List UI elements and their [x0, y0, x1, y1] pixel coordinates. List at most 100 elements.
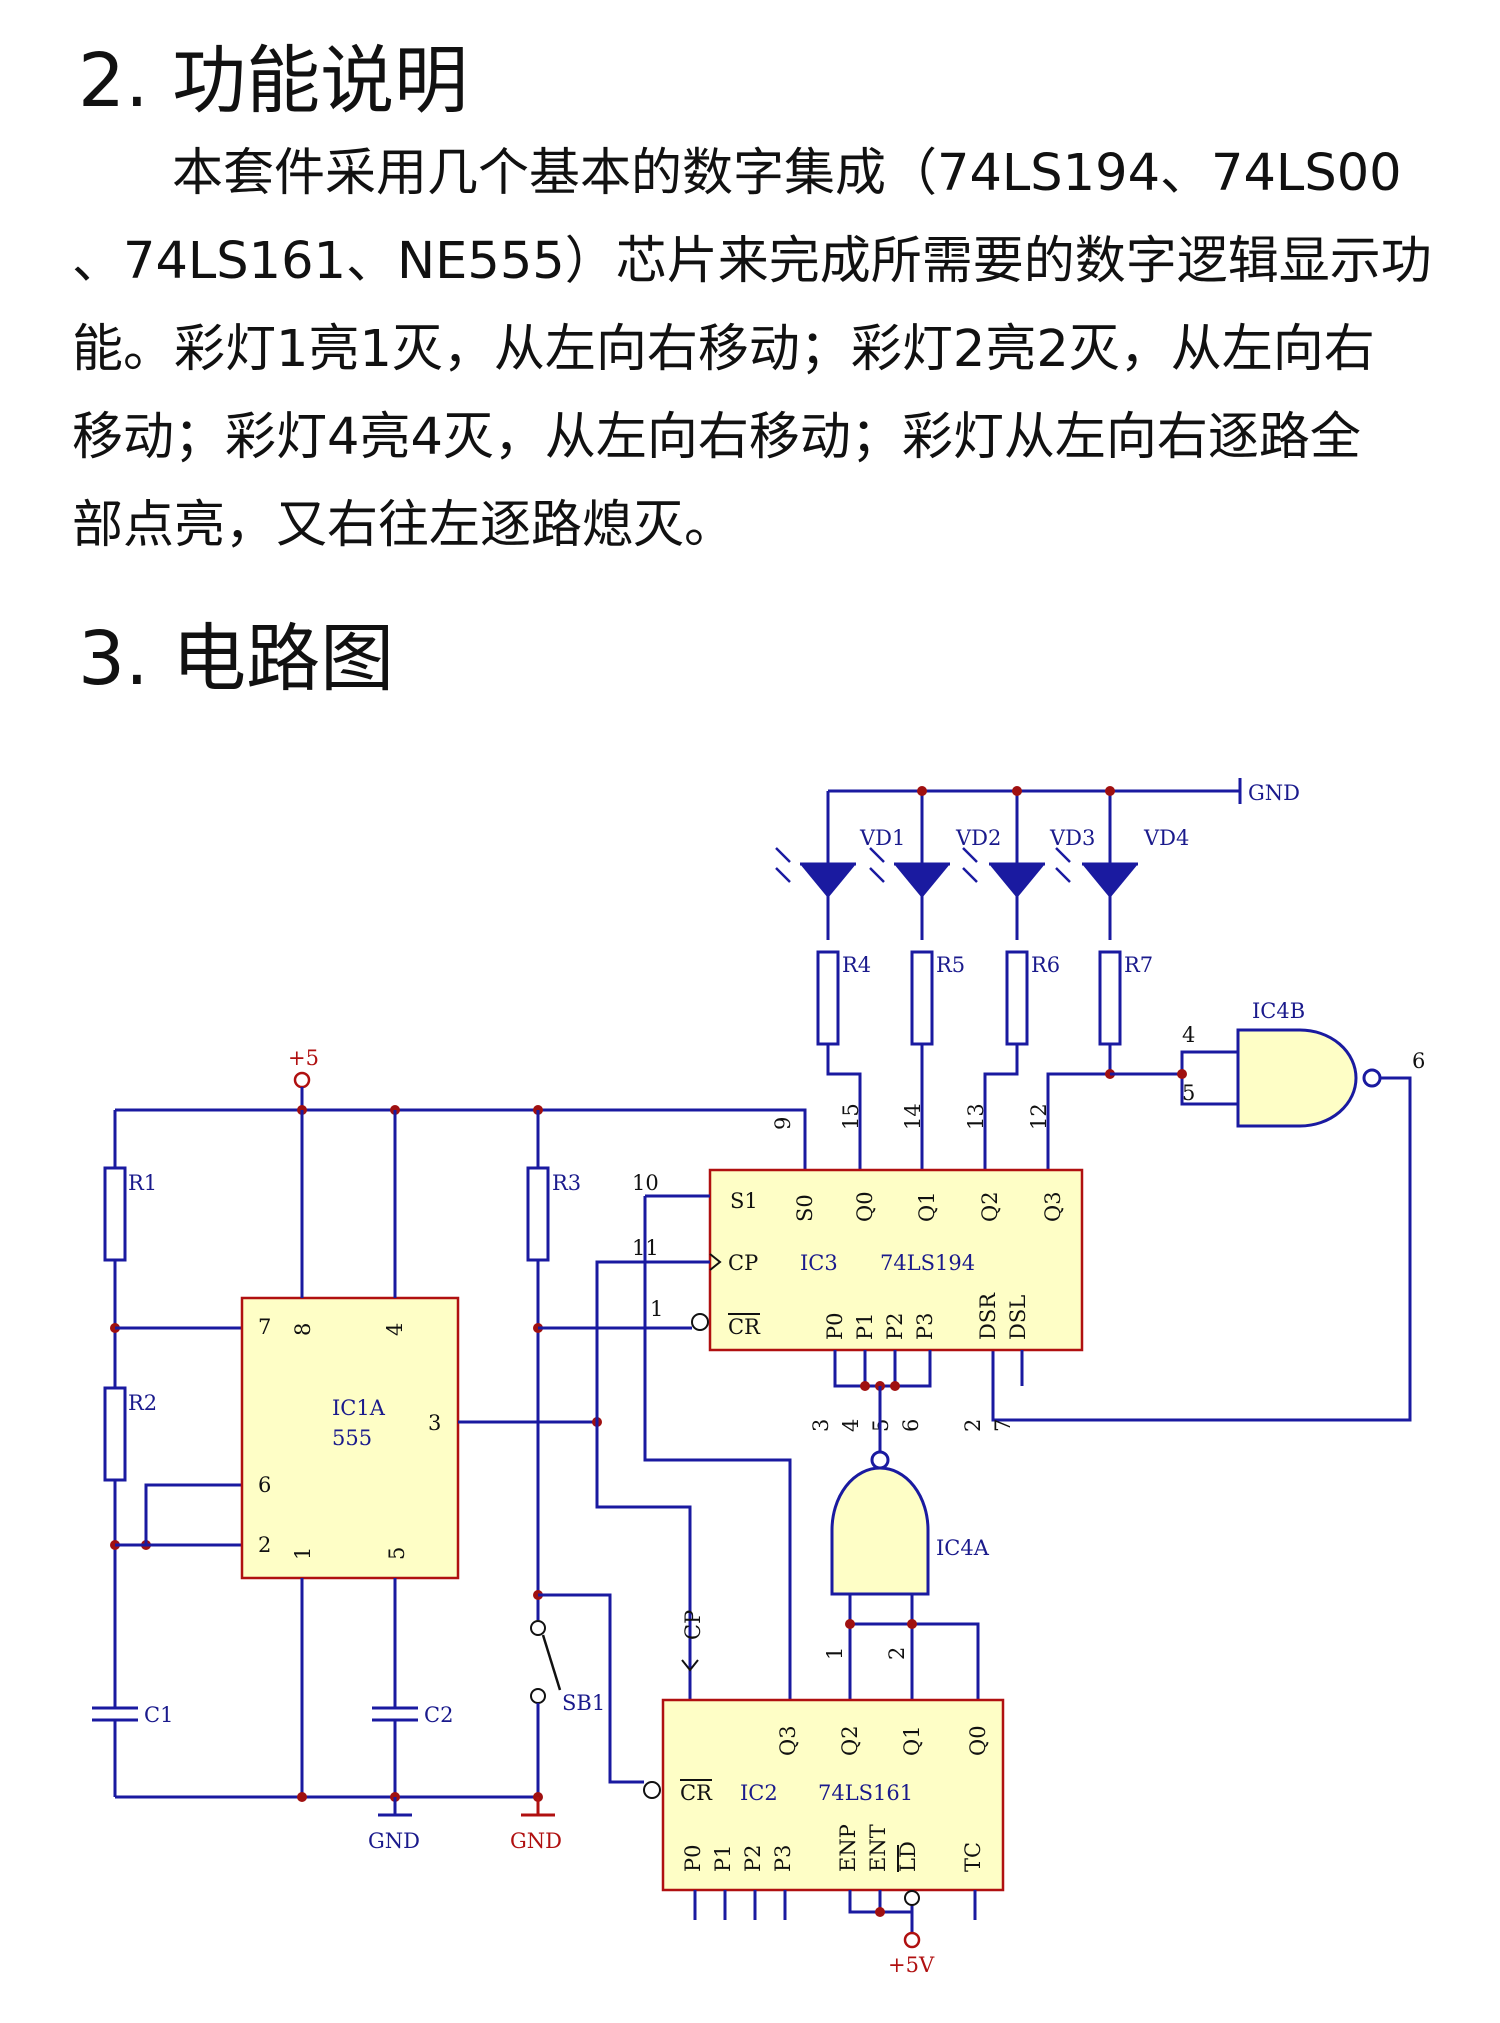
led-label: VD4 [1143, 826, 1189, 850]
pin-label: 9 [771, 1117, 795, 1130]
pin-label: CR [680, 1781, 713, 1805]
switch-label: SB1 [562, 1691, 605, 1715]
led-label: VD2 [955, 826, 1001, 850]
resistor-r6-icon [1005, 950, 1029, 1046]
gnd-left-label: GND [368, 1829, 420, 1853]
pin-label: 1 [650, 1297, 663, 1321]
ic4a-nand-gate: IC4A 1 2 [823, 1386, 990, 1700]
pin-label: P0 [681, 1845, 705, 1873]
resistor-r4-icon [816, 950, 840, 1046]
led-vd3-icon [989, 862, 1045, 898]
ic4b-nand-gate: IC4B 4 5 6 [991, 999, 1425, 1422]
reset-network: R3 SB1 [526, 1110, 792, 1797]
pin-label: 4 [839, 1419, 863, 1432]
pin-label: Q3 [776, 1725, 800, 1756]
gnd-top-bus: GND [828, 778, 1300, 805]
paragraph-line: 本套件采用几个基本的数字集成（74LS194、74LS00 [172, 144, 1402, 203]
capacitor-label: C1 [144, 1703, 173, 1727]
pin-label: ENT [866, 1824, 890, 1872]
light-arrows-icon [775, 847, 1071, 883]
ic2-part: 74LS161 [818, 1781, 913, 1805]
pin-label: 6 [258, 1473, 271, 1497]
paragraph-line: 、74LS161、NE555）芯片来完成所需要的数字逻辑显示功 [72, 232, 1432, 291]
resistor-label: R2 [128, 1391, 157, 1415]
pin-label: 1 [823, 1647, 847, 1660]
function-description: 本套件采用几个基本的数字集成（74LS194、74LS00 、74LS161、N… [72, 130, 1432, 570]
pin-label: 13 [964, 1103, 988, 1130]
pin-label: P3 [913, 1313, 937, 1341]
paragraph-line: 部点亮，又右往左逐路熄灭。 [72, 496, 736, 555]
ic4a-label: IC4A [936, 1536, 990, 1560]
pin-label: S1 [730, 1189, 758, 1213]
ground-bus: GND GND [115, 1792, 562, 1853]
pin-label: 5 [1182, 1081, 1195, 1105]
pin-label: TC [961, 1842, 985, 1872]
ic4b-label: IC4B [1252, 999, 1305, 1023]
resistor-r7-icon [1098, 950, 1122, 1046]
pin-label: Q1 [915, 1191, 939, 1222]
pin-label: ENP [836, 1824, 860, 1872]
pin-label: 3 [428, 1411, 441, 1435]
resistor-r5-icon [910, 950, 934, 1046]
resistor-r3-icon [526, 1166, 550, 1262]
resistor-label: R1 [128, 1171, 157, 1195]
pin-label: 3 [809, 1419, 833, 1432]
pin-label: 12 [1027, 1103, 1051, 1130]
pin-label: 8 [291, 1323, 315, 1336]
ic3-name: IC3 [800, 1251, 838, 1275]
resistor-label: R3 [552, 1171, 581, 1195]
section-3-heading: 3. 电路图 [78, 616, 395, 702]
pin-label: 1 [291, 1547, 315, 1560]
pin-label: CP [681, 1610, 705, 1640]
circuit-diagram: GND [92, 778, 1425, 1977]
pin-label: P2 [883, 1313, 907, 1341]
resistor-label: R6 [1031, 953, 1060, 977]
ic3-74ls194: S1 S0 Q0 Q1 Q2 Q3 CP CR IC3 74LS194 P0 P… [632, 1168, 1084, 1432]
pin-label: DSL [1006, 1295, 1030, 1340]
resistor-r1-icon [103, 1166, 127, 1262]
led-vd4-icon [1082, 862, 1138, 898]
pin-label: S0 [793, 1194, 817, 1222]
ic1a-555: 7 8 4 3 6 2 1 5 IC1A 555 C2 [240, 1110, 710, 1797]
pin-label: CR [728, 1315, 761, 1339]
pin-label: 4 [383, 1323, 407, 1336]
paragraph-line: 移动；彩灯4亮4灭，从左向右移动；彩灯从左向右逐路全 [72, 408, 1361, 467]
led-vd1-icon [800, 862, 856, 898]
pin-label: Q0 [966, 1725, 990, 1756]
resistor-label: R4 [842, 953, 871, 977]
gnd-top-label: GND [1248, 781, 1300, 805]
pin-label: 6 [899, 1419, 923, 1432]
pin-label: 15 [839, 1103, 863, 1130]
ic3-part: 74LS194 [880, 1251, 975, 1275]
led-vd2-icon [894, 862, 950, 898]
pin-label: 2 [258, 1533, 271, 1557]
paragraph-line: 能。彩灯1亮1灭，从左向右移动；彩灯2亮2灭，从左向右 [72, 320, 1375, 379]
pin-label: Q2 [978, 1191, 1002, 1222]
pin-label: 14 [901, 1103, 925, 1130]
pin-label: 4 [1182, 1023, 1195, 1047]
led-label: VD3 [1049, 826, 1095, 850]
pin-label: 7 [991, 1419, 1015, 1432]
pin-label: Q3 [1041, 1191, 1065, 1222]
pin-label: LD [896, 1841, 920, 1872]
pin-label: 2 [885, 1647, 909, 1660]
pin-label: DSR [976, 1292, 1000, 1340]
gnd-right-label: GND [510, 1829, 562, 1853]
pin-label: 10 [632, 1171, 659, 1195]
pin-label: P1 [853, 1313, 877, 1341]
vcc-top-label: +5 [288, 1046, 319, 1070]
pin-label: 6 [1412, 1049, 1425, 1073]
led-label: VD1 [859, 826, 905, 850]
timing-network: R1 R2 C1 [92, 1110, 242, 1797]
vcc-bottom-label: +5V [888, 1953, 935, 1977]
ic2-name: IC2 [740, 1781, 778, 1805]
pin-label: 2 [961, 1419, 985, 1432]
ic1-part: 555 [332, 1426, 372, 1450]
pin-label: P2 [741, 1845, 765, 1873]
resistor-label: R7 [1124, 953, 1153, 977]
pin-label: Q0 [853, 1191, 877, 1222]
led-row: VD1 VD2 VD3 VD4 R4 R5 R6 R7 [775, 786, 1189, 1170]
section-2-heading: 2. 功能说明 [78, 38, 469, 124]
capacitor-label: C2 [424, 1703, 453, 1727]
pin-label: Q1 [900, 1725, 924, 1756]
